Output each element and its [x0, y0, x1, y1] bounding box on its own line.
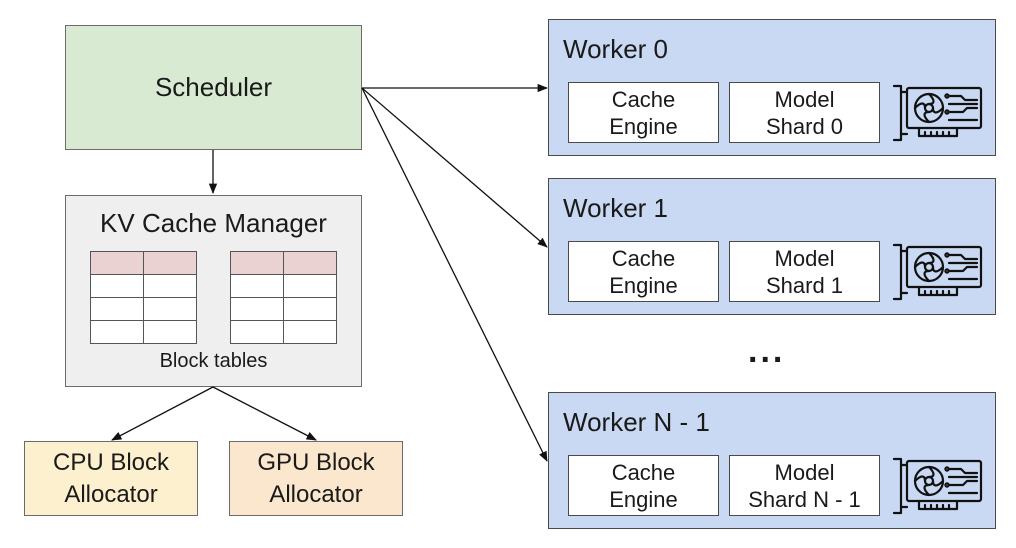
arrow-scheduler-to-worker-1: [361, 87, 548, 248]
model-shard-line2: Shard 1: [765, 272, 844, 298]
cpu-allocator-line2: Allocator: [64, 480, 158, 508]
cpu-block-allocator-box: CPU Block Allocator: [24, 441, 198, 516]
model-shard-line1: Model: [774, 245, 835, 271]
gpu-block-allocator-box: GPU Block Allocator: [229, 441, 403, 516]
block-table-cell: [90, 320, 144, 344]
block-table-header-cell: [283, 251, 337, 275]
worker-title: Worker N - 1: [563, 407, 710, 437]
arrow-scheduler-to-worker-n: [361, 87, 548, 462]
scheduler-label: Scheduler: [154, 72, 273, 102]
block-table-header-cell: [143, 251, 197, 275]
block-table-cell: [230, 320, 284, 344]
cache-engine-line1: Cache: [611, 459, 676, 485]
block-table-cell: [283, 320, 337, 344]
block-table-cell: [143, 320, 197, 344]
cache-engine-line2: Engine: [609, 486, 678, 512]
cache-engine-line2: Engine: [609, 113, 678, 139]
block-table-header-cell: [230, 251, 284, 275]
cpu-allocator-line1: CPU Block: [52, 448, 170, 476]
model-shard-line2: Shard 0: [765, 113, 844, 139]
block-table: [90, 251, 197, 344]
worker-title: Worker 1: [563, 193, 668, 223]
ellipsis: ...: [748, 332, 786, 370]
block-table: [230, 251, 337, 344]
block-table-header-cell: [90, 251, 144, 275]
arrow-kv-to-gpu-allocator: [212, 386, 317, 441]
block-table-cell: [143, 297, 197, 321]
gpu-allocator-line1: GPU Block: [257, 448, 375, 476]
scheduler-box: Scheduler: [65, 25, 362, 150]
block-table-cell: [283, 297, 337, 321]
worker-title: Worker 0: [563, 34, 668, 64]
kv-cache-manager-title: KV Cache Manager: [100, 208, 327, 238]
gpu-allocator-line2: Allocator: [269, 480, 363, 508]
model-shard-line1: Model: [774, 459, 835, 485]
block-table-cell: [230, 297, 284, 321]
block-table-cell: [283, 274, 337, 298]
cache-engine-line2: Engine: [609, 272, 678, 298]
kv-cache-manager-box: KV Cache Manager Block tables: [65, 195, 362, 387]
block-tables-caption: Block tables: [159, 350, 268, 372]
model-shard-line2: Shard N - 1: [748, 486, 861, 512]
cache-engine-line1: Cache: [611, 86, 676, 112]
block-table-cell: [143, 274, 197, 298]
model-shard-line1: Model: [774, 86, 835, 112]
cache-engine-line1: Cache: [611, 245, 676, 271]
arrow-kv-to-cpu-allocator: [111, 386, 214, 441]
